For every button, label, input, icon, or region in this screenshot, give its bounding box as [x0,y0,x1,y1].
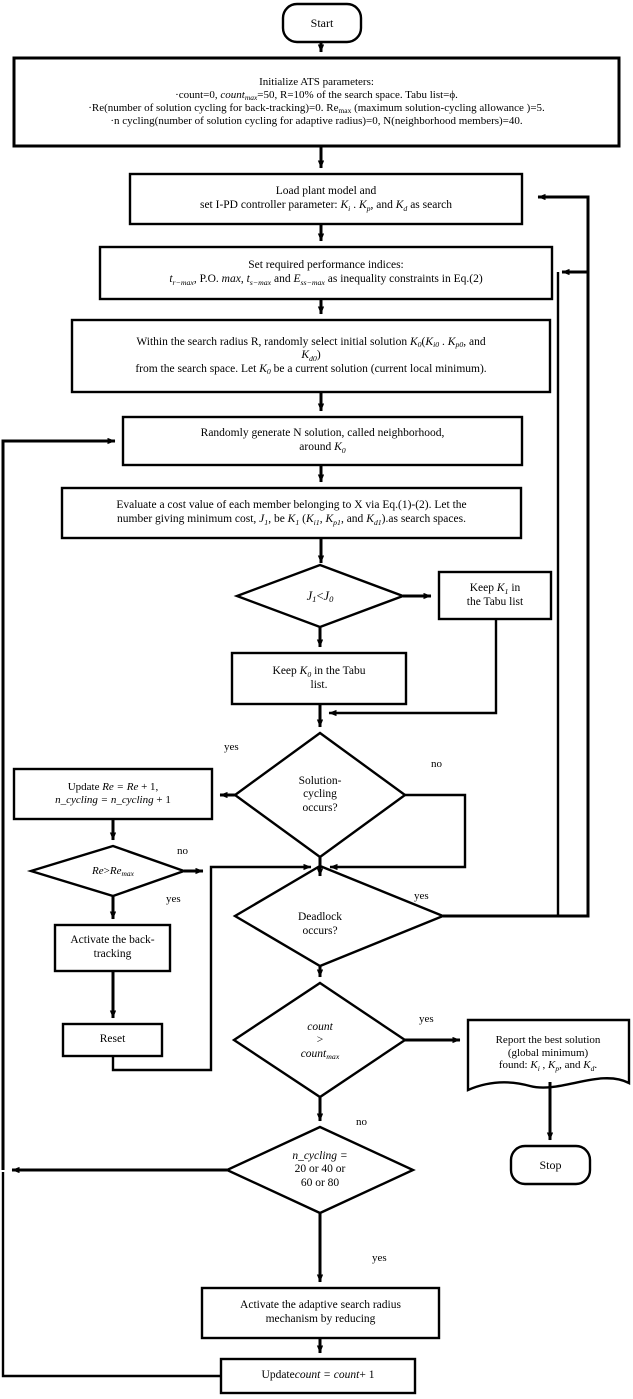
edge-cycling-no-right-down [329,793,467,871]
shape-init-solution [70,318,552,394]
shape-n-cycling [224,1125,416,1215]
shape-count-max [231,981,408,1099]
shape-update-count [219,1357,417,1395]
shape-generate-n [121,415,524,467]
edge-label-cycling-yes: yes [224,741,239,753]
edge-remax-no-up-join [209,863,312,871]
shape-keep-k1 [437,570,553,621]
edge-label-remax-no: no [177,845,188,857]
shape-reset [61,1022,164,1058]
edge-label-count-yes: yes [419,1013,434,1025]
shape-evaluate [60,486,523,540]
shape-stop [509,1144,592,1186]
shape-deadlock [232,864,447,968]
edge-keepk1-down-join [328,619,498,717]
shape-init [12,56,621,148]
edge-left-rail-up-to-gen [1,437,116,1170]
edge-label-deadlock-yes: yes [414,890,429,902]
edge-updatecount-left [1,1172,221,1378]
shape-re-gt-remax [26,844,188,898]
shape-load-plant [128,172,524,226]
shape-keep-k0 [230,651,408,706]
shape-solution-cycling [232,731,408,859]
shape-start [281,2,363,44]
shape-j1-j0 [233,563,407,629]
shape-report-best [466,1018,631,1092]
edge-label-remax-yes: yes [166,893,181,905]
edge-label-ncycling-yes: yes [372,1252,387,1264]
shape-activate-backtracking [53,923,172,973]
shape-update-re [12,767,214,821]
edge-deadlock-yes-right-up [443,193,590,918]
shape-perf-indices [98,245,554,301]
edge-label-count-no: no [356,1116,367,1128]
edge-reset-loop-right [111,871,213,1072]
shape-adaptive-radius [200,1286,441,1340]
edge-label-cycling-no: no [431,758,442,770]
